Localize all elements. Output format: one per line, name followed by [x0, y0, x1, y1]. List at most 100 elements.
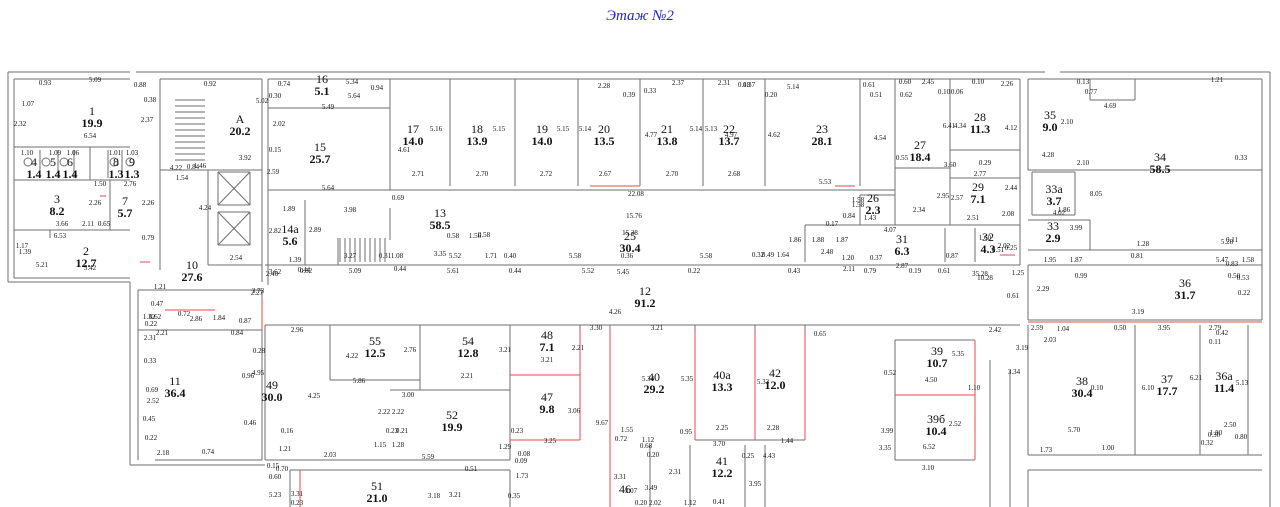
dimension-label: 0.37: [743, 81, 756, 89]
dimension-label: 1.71: [485, 252, 498, 260]
room-label: 316.3: [895, 232, 910, 258]
dimension-label: 2.31: [669, 468, 682, 476]
room-area: 10.7: [927, 356, 948, 370]
dimension-label: 0.46: [244, 419, 257, 427]
dimension-label: 0.36: [621, 252, 634, 260]
room-area: 13.9: [467, 134, 488, 148]
dimension-label: 1.25: [1012, 269, 1025, 277]
dimension-label: 3.07: [625, 487, 638, 495]
dimension-label: 1.15: [374, 441, 387, 449]
dimension-label: 1.39: [19, 248, 32, 256]
dimension-label: 1.07: [22, 100, 35, 108]
room-number: 40: [648, 370, 660, 384]
dimension-label: 0.92: [204, 80, 217, 88]
dimension-label: 4.22: [346, 352, 359, 360]
room-number: 38: [1076, 374, 1088, 388]
dimension-label: 2.57: [951, 194, 964, 202]
dimension-label: 2.42: [989, 326, 1002, 334]
room-number: 39: [931, 344, 943, 358]
dimension-label: 0.50: [1114, 324, 1127, 332]
dimension-label: 2.79: [1209, 324, 1222, 332]
dimension-label: 2.37: [672, 79, 685, 87]
room-number: 47: [541, 390, 553, 404]
dimension-label: 0.20: [765, 91, 778, 99]
dimension-label: 4.24: [199, 204, 212, 212]
room-number: 48: [541, 328, 553, 342]
room-label: 479.8: [540, 390, 555, 416]
dimension-label: 0.22: [1238, 289, 1251, 297]
dimension-label: 0.42: [1216, 329, 1229, 337]
room-number: 15: [314, 140, 326, 154]
dimension-label: 1.84: [213, 314, 226, 322]
dimension-label: 0.10: [938, 88, 951, 96]
dimension-label: 4.07: [884, 226, 897, 234]
dimension-label: 2.45: [922, 78, 935, 86]
dimension-label: 0.38: [144, 96, 157, 104]
dimension-label: 1.55: [621, 426, 634, 434]
dimension-label: 4.02: [1053, 209, 1066, 217]
dimension-label: 3.21: [449, 491, 462, 499]
dimension-label: 5.09: [349, 267, 362, 275]
dimension-label: 2.03: [324, 451, 337, 459]
dimension-label: 0.08: [518, 450, 531, 458]
room-number: 33a: [1045, 182, 1063, 196]
room-label: 487.1: [540, 328, 555, 354]
room-area: 14.0: [532, 134, 553, 148]
dimension-label: 2.31: [718, 79, 731, 87]
dimension-label: 4.54: [874, 134, 887, 142]
dimension-label: 1.54: [176, 174, 189, 182]
dimension-label: 1.01: [109, 149, 122, 157]
dimension-label: 5.33: [757, 378, 770, 386]
dimension-label: 1.10: [21, 149, 34, 157]
dimension-label: 2.40: [266, 270, 279, 278]
dimension-label: 0.80: [1235, 433, 1248, 441]
dimension-label: 5.35: [681, 375, 694, 383]
dimension-label: 1.56: [469, 232, 482, 240]
room-label: 332.9: [1046, 219, 1061, 245]
room-area: 5.7: [118, 206, 133, 220]
dimension-label: 3.35: [434, 250, 447, 258]
dimension-label: 0.10: [1091, 384, 1104, 392]
dimension-label: 5.53: [819, 178, 832, 186]
dimension-label: 4.69: [1104, 102, 1117, 110]
room-number: 36: [1179, 276, 1191, 290]
room-label: A20.2: [230, 112, 251, 138]
dimension-label: 2.72: [540, 170, 553, 178]
dimension-label: 2.52: [949, 420, 962, 428]
room-area: 1.4: [46, 167, 61, 181]
dimension-label: 2.96: [291, 326, 304, 334]
dimension-label: 2.26: [1001, 80, 1014, 88]
dimension-label: 0.72: [178, 310, 191, 318]
room-number: 4: [31, 155, 37, 169]
room-label: 165.1: [315, 72, 330, 98]
dimension-label: 1.03: [126, 149, 139, 157]
dimension-label: 2.87: [896, 262, 909, 270]
dimension-label: 1.88: [812, 236, 825, 244]
dimension-label: 0.72: [615, 435, 628, 443]
dimension-label: 0.84: [187, 163, 200, 171]
dimension-label: 1.10: [968, 384, 981, 392]
room-area: 3.7: [1047, 194, 1062, 208]
dimension-label: 3.49: [645, 484, 658, 492]
room-number: 41: [716, 454, 728, 468]
dimension-label: 2.48: [821, 248, 834, 256]
dimension-label: 0.06: [951, 88, 964, 96]
dimension-label: 2.52: [147, 397, 160, 405]
dimension-label: 2.77: [974, 170, 987, 178]
red-marks: [100, 185, 1262, 507]
dimension-label: 2.59: [267, 168, 280, 176]
room-number: 8: [113, 155, 119, 169]
dimension-label: 0.58: [478, 231, 491, 239]
dimension-label: 1.58: [1242, 256, 1255, 264]
room-number: 36a: [1215, 369, 1233, 383]
dimension-label: 0.10: [972, 78, 985, 86]
dimension-label: 2.22: [378, 408, 391, 416]
dimension-label: 2.71: [412, 170, 425, 178]
room-area: 2.3: [866, 203, 881, 217]
room-label: 212.7: [76, 244, 97, 270]
dimension-label: 0.61: [863, 81, 876, 89]
